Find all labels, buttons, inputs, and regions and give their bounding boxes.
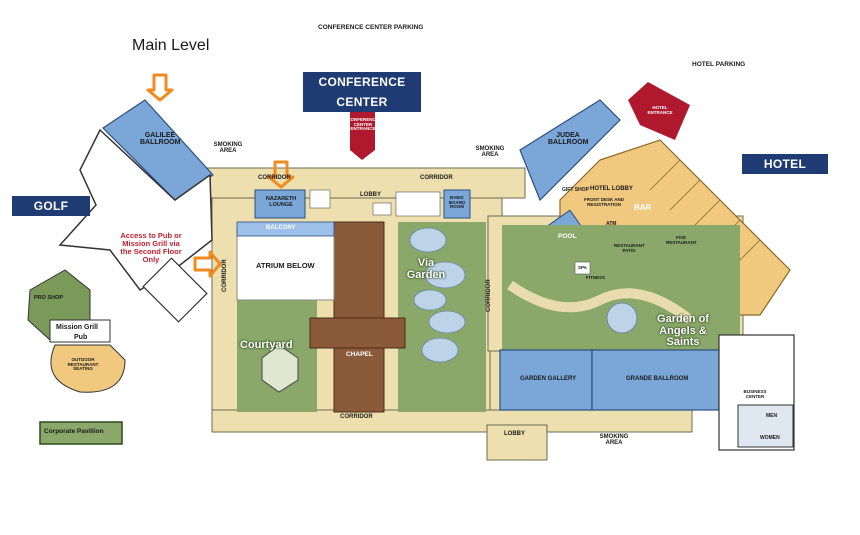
grande-ballroom-room [591, 349, 720, 411]
mission-grill-label: Mission Grill [56, 324, 99, 331]
garden-of-angels-label: Garden of Angels & Saints [657, 313, 709, 349]
chapel-label: CHAPEL [346, 351, 373, 358]
conference-center-banner: CONFERENCE CENTER [303, 72, 421, 112]
conference-entrance-label: CONFERENCE CENTER ENTRANCE [347, 117, 379, 132]
hotel-entrance-marker [628, 82, 690, 140]
smoking-area-right-label: SMOKING AREA [475, 146, 505, 159]
grande-ballroom-label: GRANDE BALLROOM [626, 376, 689, 382]
lobby-bottom-label: LOBBY [504, 431, 525, 437]
hotel-entrance-label: HOTEL ENTRANCE [647, 105, 673, 115]
balcony-label: BALCONY [266, 225, 296, 231]
spa-label: SPA [578, 265, 587, 270]
corporate-pavillion-label: Corporate Pavillion [44, 428, 104, 435]
galilee-ballroom [102, 99, 214, 201]
hotel-lobby-label: HOTEL LOBBY [590, 186, 633, 192]
galilee-ballroom-label: GALILEE BALLROOM [140, 132, 181, 147]
board-room-box [443, 189, 471, 219]
hotel-banner: HOTEL [742, 154, 828, 174]
chapel-block [333, 221, 385, 413]
corridor-top-right-label: CORRIDOR [420, 175, 453, 181]
judea-ballroom [519, 99, 621, 202]
conference-entrance-marker [350, 108, 375, 160]
pool-label: POOL [558, 233, 577, 240]
corridor-bottom-label: CORRIDOR [340, 414, 373, 420]
business-center-label: BUSINESS CENTER [743, 389, 767, 399]
front-desk-label: FRONT DESK AND REGISTRATION [583, 197, 625, 207]
judea-ballroom-label: JUDEA BALLROOM [548, 132, 589, 147]
golf-buildings [27, 269, 126, 393]
bar-label: BAR [634, 203, 652, 212]
courtyard-label: Courtyard [240, 339, 293, 351]
west-wing [58, 128, 213, 292]
smoking-area-left-label: SMOKING AREA [213, 142, 243, 155]
hotel-parking-label: HOTEL PARKING [692, 61, 746, 68]
fitness-label: FITNESS [586, 275, 606, 280]
orange-arrows [146, 73, 295, 278]
garden-gallery-label: GARDEN GALLERY [520, 376, 577, 382]
balcony-strip [236, 221, 335, 237]
pro-shop-label: PRO SHOP [34, 295, 64, 301]
five-restaurant-label: FIVE RESTAURANT [666, 235, 697, 245]
atm-label: ATM [606, 221, 617, 227]
main-level-title: Main Level [132, 37, 210, 54]
gift-shop-label: GIFT SHOP [562, 187, 589, 193]
board-room-label: BVBIC BOARD ROOM [448, 195, 466, 210]
corridor-mid-label: CORRIDOR [486, 279, 492, 312]
pub-label: Pub [74, 334, 88, 341]
lobby-top-label: LOBBY [360, 192, 381, 198]
restaurant-patio-label: RESTAURANT PATIO [614, 243, 645, 253]
access-note: Access to Pub or Mission Grill via the S… [120, 231, 182, 264]
corporate-pavillion-box [39, 421, 123, 445]
corridor-top-left-label: CORRIDOR [258, 175, 291, 181]
atrium [236, 227, 335, 301]
via-garden-label: Via Garden [406, 257, 446, 281]
garden-gallery-room [499, 349, 593, 411]
nazareth-lounge-label: NAZARETH LOUNGE [265, 196, 297, 208]
corridor-left-label: CORRIDOR [222, 259, 228, 292]
women-label: WOMEN [760, 435, 780, 441]
nazareth-lounge-room [254, 189, 306, 219]
smoking-area-bottom-label: SMOKING AREA [599, 434, 629, 447]
outdoor-seating-label: OUTDOOR RESTAURANT SEATING [67, 357, 99, 372]
golf-banner: GOLF [12, 196, 90, 216]
conference-parking-label: CONFERENCE CENTER PARKING [318, 24, 424, 31]
men-label: MEN [766, 413, 778, 419]
atrium-below-label: ATRIUM BELOW [256, 261, 315, 270]
